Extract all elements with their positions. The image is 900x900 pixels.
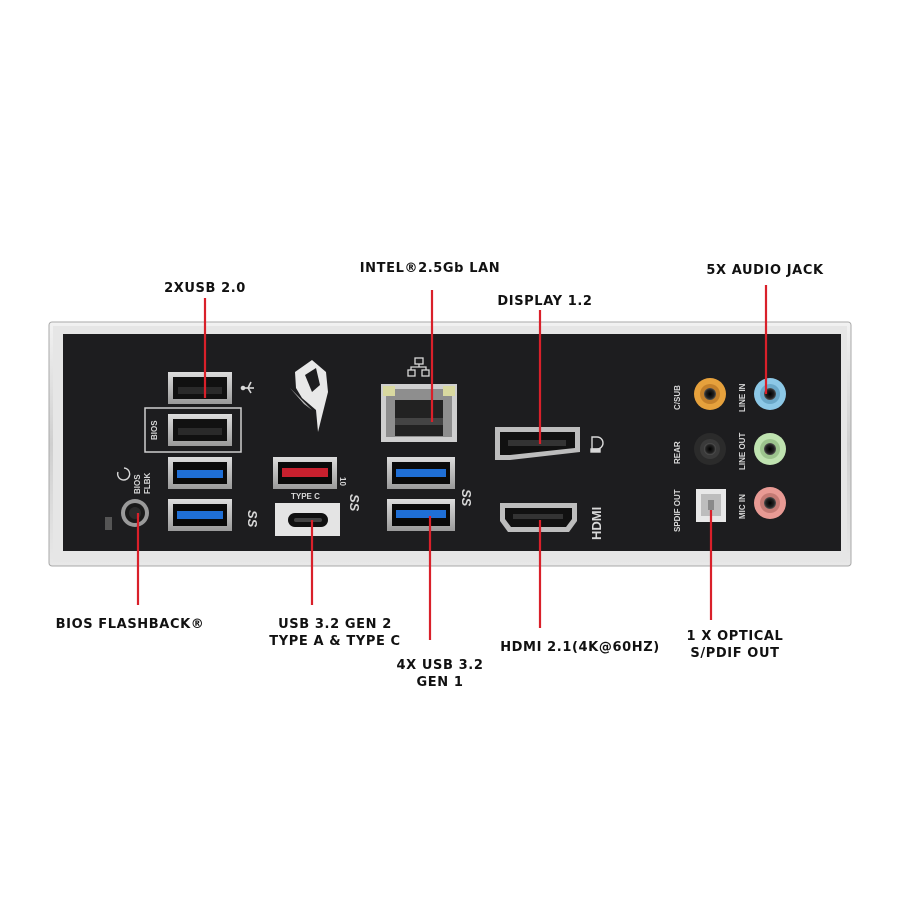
usb32-gen2-type-c-port[interactable] <box>275 503 340 536</box>
bios-flashback-button[interactable] <box>121 499 149 527</box>
type-c-label: TYPE C <box>291 492 320 501</box>
hdmi-port[interactable] <box>500 503 577 532</box>
label-rear: REAR <box>673 441 682 464</box>
usb32-gen1-port[interactable] <box>387 457 455 489</box>
ss10-number: 10 <box>338 477 347 486</box>
audio-jack-line-out[interactable] <box>754 433 786 465</box>
ss10-logo: SS <box>347 494 362 512</box>
hdmi-label: HDMI <box>589 507 604 540</box>
usb32-gen2-type-a-port[interactable] <box>273 457 337 489</box>
network-icon <box>407 357 430 377</box>
rog-logo-icon <box>290 360 328 432</box>
flashback-icon <box>116 467 131 481</box>
callout-optical: 1 X OPTICAL S/PDIF OUT <box>670 628 800 662</box>
callout-usb32g2: USB 3.2 GEN 2 TYPE A & TYPE C <box>260 616 410 650</box>
usb20-port[interactable] <box>168 372 232 404</box>
callout-usb32g2-line1: USB 3.2 GEN 2 <box>278 617 392 632</box>
callout-usb20: 2XUSB 2.0 <box>164 281 246 296</box>
ss-logo-2: SS <box>459 489 474 507</box>
usb32-gen1-port[interactable] <box>387 499 455 531</box>
bios-flbk-label-2: FLBK <box>143 472 152 494</box>
callout-optical-line1: 1 X OPTICAL <box>686 629 784 644</box>
callout-hdmi: HDMI 2.1(4K@60HZ) <box>500 640 660 655</box>
label-mic-in: MIC IN <box>738 494 747 519</box>
label-line-out: LINE OUT <box>738 433 747 470</box>
panel-slot <box>105 517 112 530</box>
callout-audio: 5X AUDIO JACK <box>706 263 824 278</box>
callout-lan: INTEL®2.5Gb LAN <box>359 261 501 276</box>
bios-flbk-label-1: BIOS <box>133 474 142 494</box>
label-spdif-out: SPDIF OUT <box>673 489 682 532</box>
usb20-port[interactable] <box>144 407 242 453</box>
displayport-port[interactable] <box>495 427 580 460</box>
callout-optical-line2: S/PDIF OUT <box>690 646 780 661</box>
usb20-bios-label: BIOS <box>150 420 159 440</box>
callout-usb32g1: 4X USB 3.2 GEN 1 <box>385 657 495 691</box>
audio-jack-mic-in[interactable] <box>754 487 786 519</box>
callout-usb32g1-line1: 4X USB 3.2 <box>396 658 484 673</box>
usb32-gen1-port[interactable] <box>168 499 232 531</box>
usb32-gen1-port[interactable] <box>168 457 232 489</box>
audio-jack-csub[interactable] <box>694 378 726 410</box>
audio-jack-rear[interactable] <box>694 433 726 465</box>
audio-jack-line-in[interactable] <box>754 378 786 410</box>
label-line-in: LINE IN <box>738 383 747 412</box>
usb-icon <box>240 381 254 394</box>
ss-logo: SS <box>245 510 260 528</box>
callout-usb32g1-line2: GEN 1 <box>416 675 464 690</box>
leader-lines <box>136 285 768 640</box>
label-csub: C/SUB <box>673 385 682 410</box>
callout-flashback: BIOS FLASHBACK® <box>55 617 205 632</box>
callout-usb32g2-line2: TYPE A & TYPE C <box>269 634 401 649</box>
lan-port[interactable] <box>381 384 457 442</box>
callout-display: DISPLAY 1.2 <box>497 294 593 309</box>
displayport-icon <box>590 436 604 453</box>
